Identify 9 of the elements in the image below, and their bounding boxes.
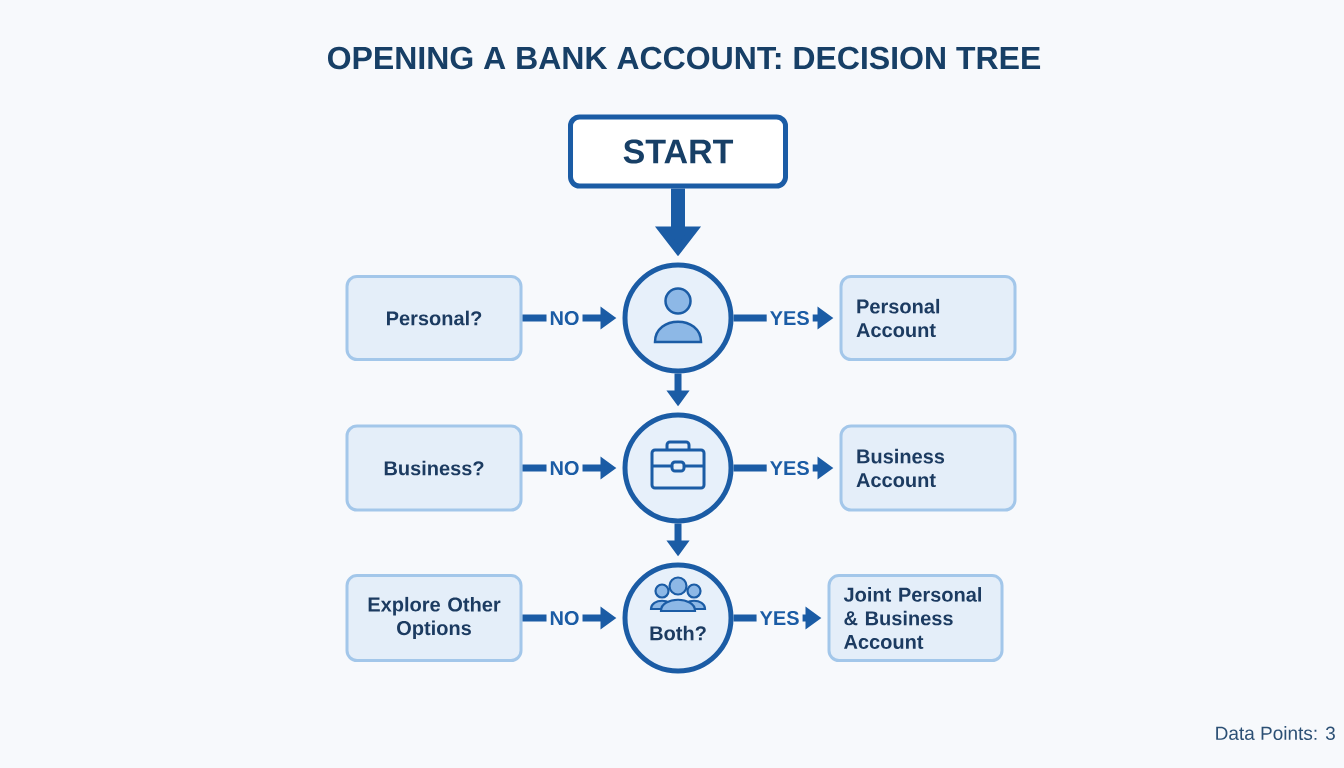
- start-box: START: [568, 114, 788, 189]
- result-box: Business Account: [839, 424, 1017, 512]
- question-box: Personal?: [345, 275, 523, 361]
- result-box: Joint Personal & Business Account: [827, 574, 1004, 662]
- question-box: Explore Other Options: [345, 574, 523, 662]
- result-box: Personal Account: [839, 275, 1017, 361]
- title: OPENING A BANK ACCOUNT: DECISION TREE: [327, 46, 1041, 70]
- note-text: Data Points: 3: [1216, 726, 1335, 740]
- question-box: Business?: [345, 424, 523, 512]
